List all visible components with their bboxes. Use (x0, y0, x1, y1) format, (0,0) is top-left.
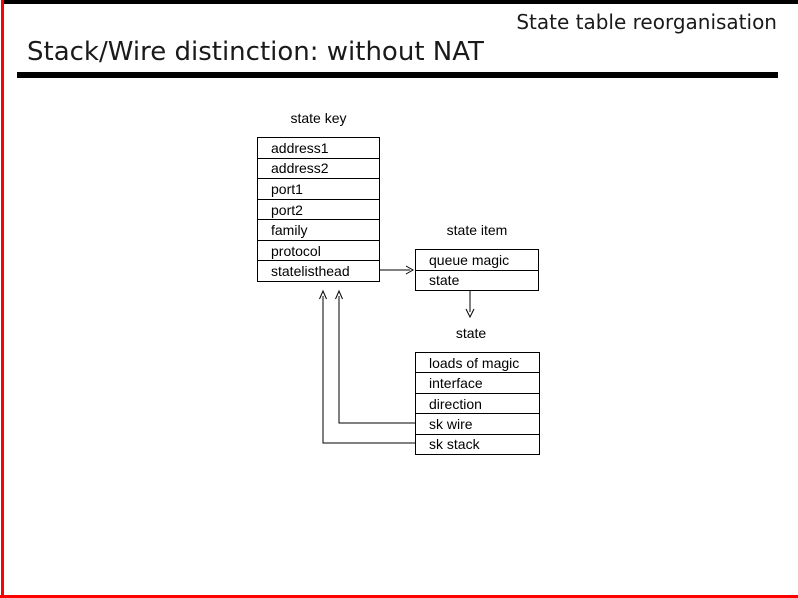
table-row-port2: port2 (258, 198, 379, 220)
table-row-protocol: protocol (258, 239, 379, 261)
state-key-table: address1 address2 port1 port2 family pro… (257, 137, 380, 282)
slide-context-header: State table reorganisation (516, 10, 777, 34)
table-row-address1: address1 (271, 139, 329, 156)
table-row-family: family (258, 219, 379, 240)
state-table: loads of magic interface direction sk wi… (415, 352, 540, 455)
table-row-direction: direction (416, 392, 539, 413)
arrow-statelisthead-to-state-item (380, 265, 415, 275)
table-row-sk-stack: sk stack (416, 433, 539, 454)
table-row-port1: port1 (258, 178, 379, 199)
table-row-loads-of-magic: loads of magic (429, 354, 520, 371)
state-key-table-label: state key (290, 110, 347, 126)
table-row-state: state (416, 269, 538, 291)
table-row-interface: interface (416, 372, 539, 392)
state-table-label: state (455, 325, 487, 341)
arrow-state-item-to-state (465, 291, 475, 319)
bottom-border-line (0, 595, 798, 598)
table-row-address2: address2 (258, 157, 379, 179)
page-title: Stack/Wire distinction: without NAT (27, 37, 484, 67)
table-row-queue-magic: queue magic (429, 251, 510, 268)
title-underline (17, 72, 778, 78)
state-item-table: queue magic state (415, 249, 539, 291)
state-item-table-label: state item (446, 222, 508, 238)
left-border-line (1, 0, 4, 598)
arrow-sk-wire-to-state-key (335, 289, 415, 424)
table-row-sk-wire: sk wire (416, 413, 539, 433)
top-border-line (4, 0, 798, 4)
arrow-sk-stack-to-state-key (319, 289, 415, 444)
table-row-statelisthead: statelisthead (258, 260, 379, 281)
